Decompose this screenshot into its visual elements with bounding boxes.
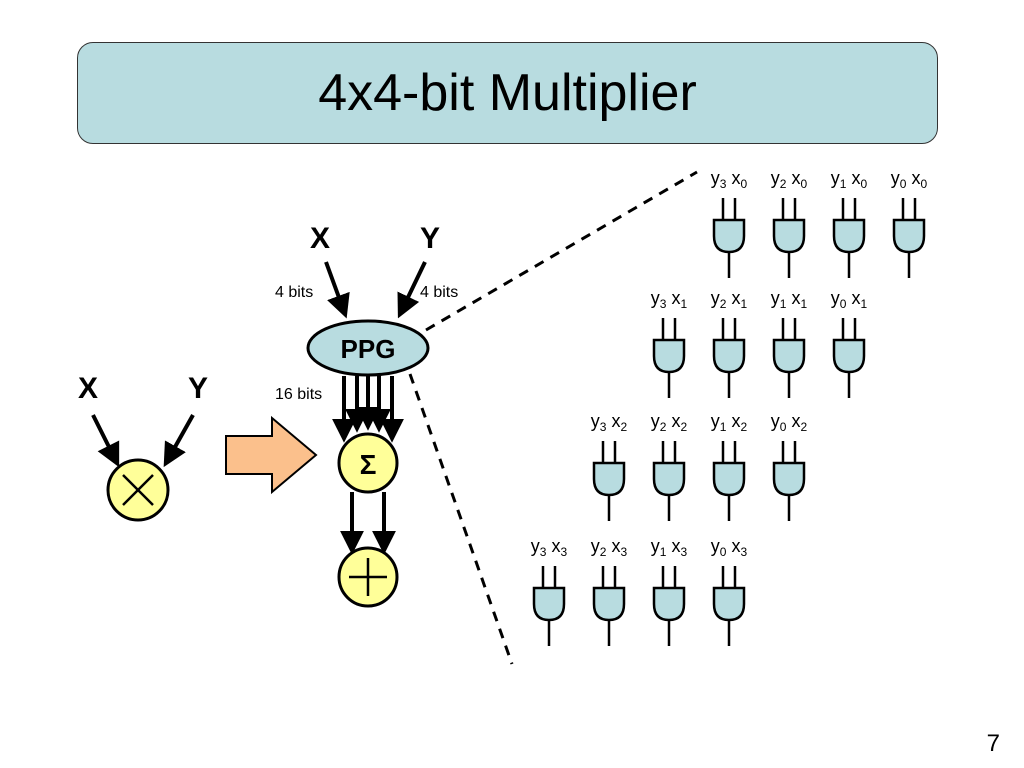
and-gate-cell: y1 x0 (831, 168, 868, 278)
and-gate-cell: y2 x3 (591, 536, 628, 646)
simple-x-arrow (91, 414, 120, 468)
ppg-output-bus (332, 376, 404, 443)
and-gate-cell: y0 x1 (831, 288, 868, 398)
simple-multiplier: X Y (78, 372, 208, 522)
partial-product-label: y2 x0 (771, 168, 808, 191)
page-number: 7 (986, 730, 1000, 757)
and-gate-icon (652, 338, 686, 374)
and-gate-icon (652, 461, 686, 497)
and-gate-cell: y1 x3 (651, 536, 688, 646)
title-box: 4x4-bit Multiplier (77, 42, 938, 144)
partial-product-label: y3 x2 (591, 411, 628, 434)
and-gate-cell: y2 x1 (711, 288, 748, 398)
and-gate-cell: y0 x3 (711, 536, 748, 646)
partial-product-label: y0 x2 (771, 411, 808, 434)
simple-y-arrow (163, 414, 195, 468)
simple-input-x-label: X (78, 372, 98, 405)
and-gate-icon (712, 586, 746, 622)
partial-product-label: y1 x1 (771, 288, 808, 311)
block-y-arrow (397, 261, 427, 319)
zoom-line-top (425, 170, 698, 332)
block-diagram: X Y 4 bits 4 bits PPG 16 bits Σ (275, 170, 698, 665)
and-gate-icon (712, 218, 746, 254)
page-title: 4x4-bit Multiplier (318, 64, 697, 122)
partial-product-label: y3 x0 (711, 168, 748, 191)
block-input-x-label: X (310, 222, 330, 255)
partial-product-label: y1 x0 (831, 168, 868, 191)
and-gate-icon (712, 461, 746, 497)
and-gate-cell: y3 x2 (591, 411, 628, 521)
partial-product-label: y2 x2 (651, 411, 688, 434)
and-gate-icon (532, 586, 566, 622)
and-gate-cell: y0 x2 (771, 411, 808, 521)
and-gate-icon (892, 218, 926, 254)
and-gate-cell: y2 x2 (651, 411, 688, 521)
partial-product-label: y3 x1 (651, 288, 688, 311)
and-gate-cell: y1 x1 (771, 288, 808, 398)
partial-product-label: y2 x1 (711, 288, 748, 311)
and-gate-cell: y1 x2 (711, 411, 748, 521)
block-x-arrow (324, 261, 350, 319)
partial-product-label: y0 x3 (711, 536, 748, 559)
partial-product-array: y3 x0 y2 x0 y1 x0 y0 x0 y3 x1 y2 x1 y1 x1 y0 x1… (531, 168, 928, 646)
ppg-label: PPG (341, 334, 396, 364)
zoom-line-bottom (408, 373, 514, 665)
and-gate-icon (772, 461, 806, 497)
and-gate-cell: y3 x3 (531, 536, 568, 646)
and-gate-cell: y2 x0 (771, 168, 808, 278)
simple-input-y-label: Y (188, 372, 208, 405)
partial-product-label: y3 x3 (531, 536, 568, 559)
sum-symbol: Σ (360, 449, 377, 480)
and-gate-icon (592, 586, 626, 622)
partial-product-label: y0 x0 (891, 168, 928, 191)
and-gate-icon (712, 338, 746, 374)
partial-product-label: y0 x1 (831, 288, 868, 311)
sum-node (337, 432, 399, 494)
partial-product-label: y1 x2 (711, 411, 748, 434)
and-gate-icon (832, 218, 866, 254)
and-gate-icon (772, 218, 806, 254)
ppg-block (306, 319, 430, 377)
partial-product-label: y2 x3 (591, 536, 628, 559)
and-gate-cell: y3 x1 (651, 288, 688, 398)
and-gate-icon (832, 338, 866, 374)
transform-arrow-icon (225, 415, 318, 495)
and-gate-cell: y0 x0 (891, 168, 928, 278)
and-gate-icon (652, 586, 686, 622)
and-gate-icon (772, 338, 806, 374)
block-input-y-label: Y (420, 222, 440, 255)
x-width-label: 4 bits (275, 284, 313, 301)
and-gate-cell: y3 x0 (711, 168, 748, 278)
and-gate-icon (592, 461, 626, 497)
partial-product-label: y1 x3 (651, 536, 688, 559)
y-width-label: 4 bits (420, 284, 458, 301)
ppg-output-width-label: 16 bits (275, 386, 322, 403)
